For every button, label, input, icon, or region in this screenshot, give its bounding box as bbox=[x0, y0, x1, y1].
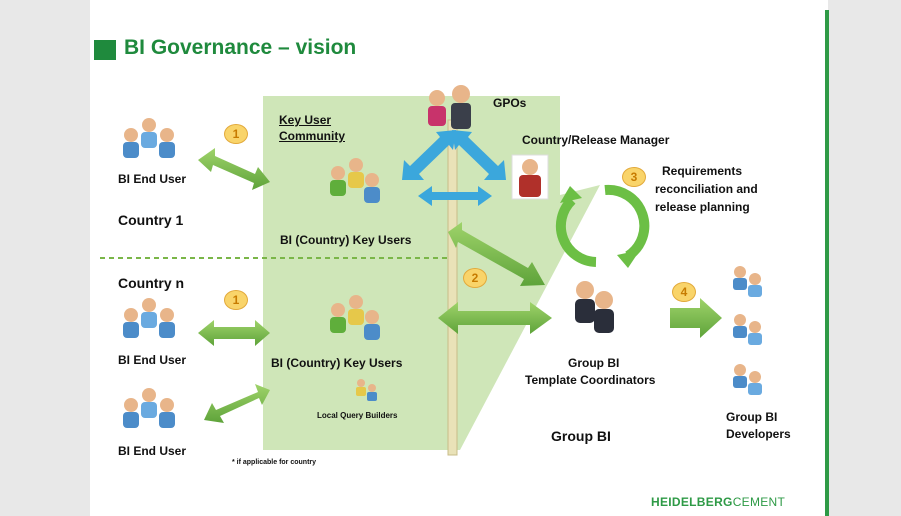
requirements-label-1: Requirements bbox=[662, 164, 743, 178]
people-icon-enduser-country1 bbox=[123, 118, 175, 158]
footnote: * if applicable for country bbox=[232, 459, 317, 466]
step-badge-4: 4 bbox=[672, 282, 696, 302]
group-bi-dev-label-1: Group BI bbox=[726, 410, 778, 424]
people-icon-developers bbox=[733, 266, 762, 395]
requirements-label-2: reconciliation and bbox=[655, 182, 758, 196]
accent-bar bbox=[825, 10, 829, 516]
step-badge-2: 2 bbox=[463, 268, 487, 288]
brand-part2: CEMENT bbox=[732, 495, 786, 509]
country-n-label: Country n bbox=[118, 275, 185, 291]
step-badge-3: 3 bbox=[622, 167, 646, 187]
arrow-country1-enduser bbox=[198, 148, 270, 190]
people-icon-key-users-country1 bbox=[330, 158, 380, 203]
country-1-label: Country 1 bbox=[118, 212, 184, 228]
people-icon-enduser-countryn-2 bbox=[123, 388, 175, 428]
arrow-blue-horizontal bbox=[418, 186, 492, 206]
arrow-blue-gpo-right bbox=[452, 130, 506, 180]
step-badge-1b: 1 bbox=[224, 290, 248, 310]
people-icon-local-query-builders bbox=[356, 379, 377, 401]
key-user-community-label: Key User Community bbox=[279, 113, 345, 143]
arrow-countryn-to-group-bi bbox=[438, 302, 552, 334]
person-icon-release-manager bbox=[511, 154, 549, 200]
group-bi-label: Group BI bbox=[551, 428, 611, 444]
release-manager-label: Country/Release Manager bbox=[522, 133, 670, 147]
people-icon-template-coordinators bbox=[575, 281, 614, 333]
people-icon-gpos bbox=[428, 85, 471, 129]
title-marker bbox=[94, 40, 116, 60]
cycle-arrows-icon bbox=[555, 184, 650, 267]
arrow-countryn-enduser1 bbox=[198, 320, 270, 346]
local-query-builders-label: Local Query Builders bbox=[317, 411, 398, 420]
requirements-label-3: release planning bbox=[655, 200, 750, 214]
people-icon-enduser-countryn-1 bbox=[123, 298, 175, 338]
group-bi-template-label-1: Group BI bbox=[568, 356, 620, 370]
key-users-label-country1: BI (Country) Key Users bbox=[280, 233, 412, 247]
brand-part1: HEIDELBERG bbox=[651, 495, 733, 509]
gpos-label: GPOs bbox=[493, 96, 527, 110]
arrow-blue-gpo-left bbox=[402, 130, 456, 180]
brand-logo: HEIDELBERGCEMENT bbox=[651, 495, 785, 509]
group-bi-dev-label-2: Developers bbox=[726, 427, 791, 441]
group-bi-template-label-2: Template Coordinators bbox=[525, 373, 656, 387]
cycle-arrow-head-2 bbox=[560, 186, 582, 203]
people-icon-key-users-countryn bbox=[330, 295, 380, 340]
cycle-arrow-head-1 bbox=[617, 250, 640, 268]
bi-end-user-label-2: BI End User bbox=[118, 353, 187, 367]
arrow-countryn-enduser2 bbox=[204, 384, 270, 423]
slide-title: BI Governance – vision bbox=[124, 36, 357, 59]
bi-end-user-label-1: BI End User bbox=[118, 172, 187, 186]
gpo-pole bbox=[447, 119, 458, 456]
step-badge-1a: 1 bbox=[224, 124, 248, 144]
bi-end-user-label-3: BI End User bbox=[118, 444, 187, 458]
arrow-key-users-to-group-bi bbox=[448, 222, 545, 286]
arrow-to-developers bbox=[670, 298, 722, 338]
key-users-label-countryn: BI (Country) Key Users bbox=[271, 356, 403, 370]
